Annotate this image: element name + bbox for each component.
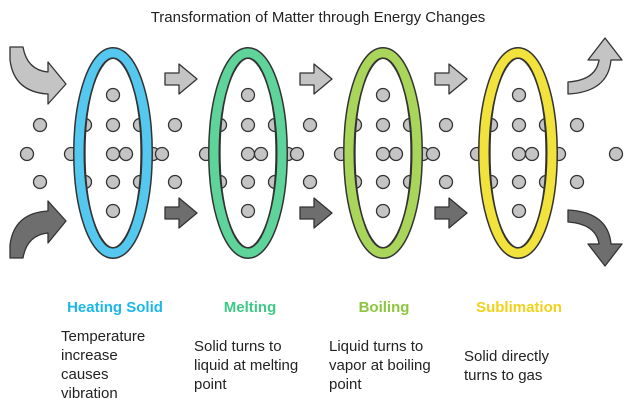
particle <box>32 117 48 133</box>
particle <box>240 117 256 133</box>
particle <box>167 174 183 190</box>
particle <box>524 146 540 162</box>
flow-arrow-right-icon <box>299 197 333 229</box>
ring-inner-line <box>354 57 412 249</box>
ring-band <box>74 48 152 258</box>
particle <box>511 174 527 190</box>
particle <box>105 203 121 219</box>
particle <box>375 87 391 103</box>
stage-label-heating-solid: Heating Solid <box>67 299 163 316</box>
particle <box>240 87 256 103</box>
particle-field <box>19 87 624 219</box>
particle <box>240 146 256 162</box>
particle <box>608 146 624 162</box>
energy-ring-sublimation <box>478 47 558 259</box>
particle <box>167 117 183 133</box>
particle <box>302 174 318 190</box>
flow-arrow-right-icon <box>299 63 333 95</box>
particle <box>375 174 391 190</box>
stage-label-melting: Melting <box>223 299 277 316</box>
energy-rings <box>73 47 558 259</box>
particle <box>154 146 170 162</box>
flow-arrows <box>9 37 623 267</box>
flow-arrow-right-icon <box>434 197 468 229</box>
particle <box>569 174 585 190</box>
particle <box>425 146 441 162</box>
particle <box>32 174 48 190</box>
curved-arrow-in-top-icon <box>9 46 67 105</box>
particle <box>302 117 318 133</box>
particle <box>105 117 121 133</box>
particle <box>511 117 527 133</box>
flow-arrow-right-icon <box>164 197 198 229</box>
curved-arrow-out-down-icon <box>567 209 623 267</box>
particle <box>253 146 269 162</box>
curved-arrow-in-bottom-icon <box>9 200 67 259</box>
particle <box>375 146 391 162</box>
particle <box>511 146 527 162</box>
energy-ring-heating <box>73 47 153 259</box>
diagram-title: Transformation of Matter through Energy … <box>150 9 486 26</box>
flow-arrow-right-icon <box>434 63 468 95</box>
ring-inner-line <box>489 57 547 249</box>
particle <box>438 117 454 133</box>
energy-ring-boiling <box>343 47 423 259</box>
particle <box>511 87 527 103</box>
particle <box>375 117 391 133</box>
flow-arrow-right-icon <box>164 63 198 95</box>
ring-band <box>344 48 422 258</box>
particle <box>19 146 35 162</box>
curved-arrow-out-up-icon <box>567 37 623 95</box>
particle <box>105 146 121 162</box>
particle <box>511 203 527 219</box>
stage-desc-sublimation: Solid directly turns to gas <box>464 348 550 384</box>
energy-ring-melting <box>208 47 288 259</box>
particle <box>375 203 391 219</box>
stage-desc-melting: Solid turns to liquid at melting point <box>194 338 299 393</box>
stage-label-sublimation: Sublimation <box>476 299 562 316</box>
ring-inner-line <box>219 57 277 249</box>
stage-desc-heating-solid: Temperature increase causes vibration <box>61 328 146 402</box>
ring-band <box>209 48 287 258</box>
particle <box>289 146 305 162</box>
particle <box>118 146 134 162</box>
particle <box>240 174 256 190</box>
particle <box>105 87 121 103</box>
ring-band <box>479 48 557 258</box>
particle <box>388 146 404 162</box>
stage-label-boiling: Boiling <box>358 299 410 316</box>
particle <box>105 174 121 190</box>
ring-inner-line <box>84 57 142 249</box>
particle <box>569 117 585 133</box>
particle <box>438 174 454 190</box>
particle <box>240 203 256 219</box>
stage-desc-boiling: Liquid turns to vapor at boiling point <box>329 338 431 393</box>
